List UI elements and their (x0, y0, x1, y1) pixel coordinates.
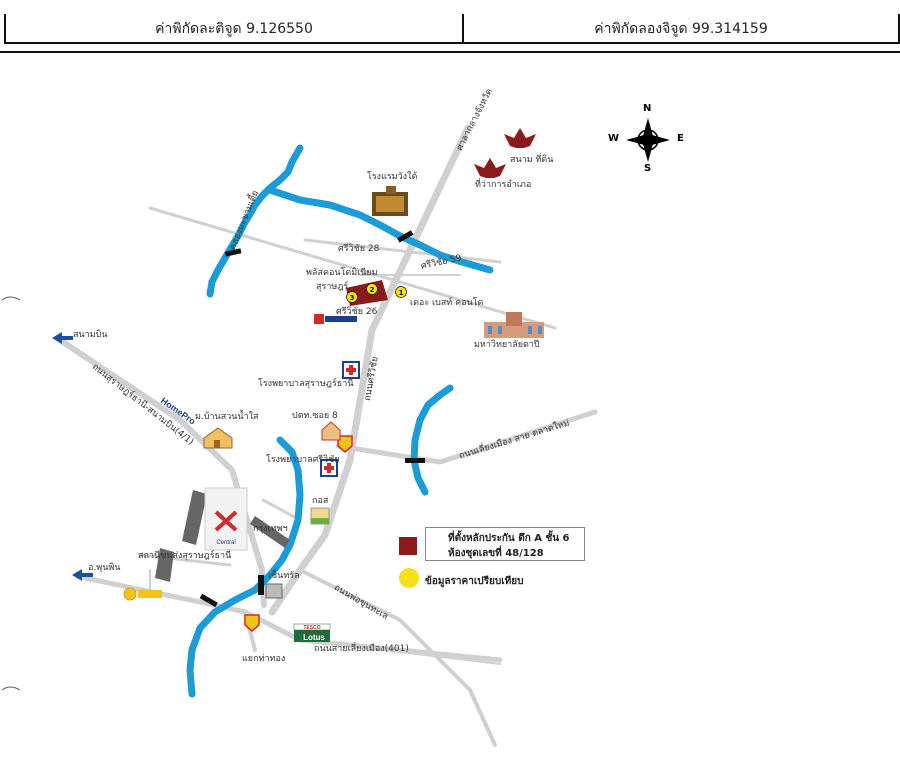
river-west (206, 144, 304, 298)
label-gos: กอส (312, 496, 329, 506)
building-block (155, 548, 174, 582)
label-bypass-401: ถนนสายเลี่ยงเมือง(401) (314, 644, 409, 654)
river-north (266, 186, 494, 274)
building-block (182, 490, 207, 545)
condo-site (346, 280, 407, 306)
label-surat-hospital: โรงพยาบาลสุราษฎร์ธานี (258, 379, 354, 389)
compass-east: E (677, 133, 684, 144)
building-block (250, 516, 290, 548)
ptt-station-icon (321, 421, 341, 441)
central-text: Central (216, 540, 235, 546)
header-rule (0, 51, 900, 53)
bridge (258, 575, 264, 595)
gas-station-icon (337, 435, 353, 453)
margin-mark (1, 686, 21, 691)
central-logo-icon (214, 510, 238, 532)
road-center (261, 498, 302, 522)
label-sriwichai-26: ศรีวิชัย 26 (336, 307, 378, 317)
label-sriwichai-28: ศรีวิชัย 28 (338, 244, 380, 254)
arrow-left-icon (52, 332, 73, 344)
hotel-building-icon (372, 186, 408, 216)
compass-north: N (643, 103, 652, 114)
road-401 (299, 639, 501, 665)
label-condo: พลัสคอนโดมิเนียม (306, 268, 378, 278)
legend-subject-box: ที่ตั้งหลักประกัน ตึก A ชั้น 6 ห้องชุดเล… (425, 527, 585, 561)
label-center: เซ็นทรัล (268, 571, 300, 581)
legend-subject-swatch (399, 537, 417, 555)
tesco-text: TESCO (303, 625, 320, 631)
gos-icon (310, 507, 330, 525)
road-sriwichai (268, 124, 472, 616)
road-diagonal-north (148, 206, 557, 330)
arrow-left-icon (72, 569, 93, 581)
label-district-office: ที่ว่าการอำเภอ (475, 180, 532, 190)
margin-mark (1, 296, 21, 301)
road-sriwichai28 (303, 238, 502, 264)
label-namsai: ม.บ้านสวนน้ำใส (195, 412, 259, 422)
marker-2: 2 (370, 286, 375, 294)
gas-station-icon (244, 614, 260, 632)
longitude-cell: ค่าพิกัดลองจิจูด 99.314159 (462, 14, 900, 44)
tesco-lotus-icon (293, 623, 331, 642)
bus-terminal-icon (265, 583, 283, 599)
road-terminal (138, 553, 232, 567)
label-intersection: แยกท่าทอง (242, 654, 286, 664)
label-sriwichai-hospital: โรงพยาบาลศรีวิชัย (266, 455, 340, 465)
label-land-office: สนาม ที่ดิน (510, 155, 554, 165)
bridge (405, 458, 425, 463)
hospital-icon (320, 459, 338, 477)
label-bangkok: กรุงเทพฯ (253, 524, 288, 534)
bridge (397, 230, 414, 243)
legend-subject-line2: ห้องชุดเลขที่ 48/128 (448, 548, 544, 559)
label-ptt-8: ปตท.ซอย 8 (292, 411, 338, 421)
house-icon (203, 427, 233, 449)
bridge (224, 248, 242, 257)
label-hotel: โรงแรมวังใต้ (367, 172, 418, 182)
hospital-icon (342, 361, 360, 379)
label-phunphin: อ.พุนพิน (88, 563, 121, 573)
bus-company-icon (123, 587, 162, 601)
compass-south: S (644, 163, 652, 174)
latitude-cell: ค่าพิกัดละติจูด 9.126550 (4, 14, 462, 44)
compass-icon (626, 118, 670, 162)
lotus-text: Lotus (303, 633, 325, 642)
label-best-condo: เดอะ เบสท์ คอนโด (410, 298, 484, 308)
marker-1: 1 (399, 289, 404, 297)
marker-3: 3 (350, 294, 355, 302)
garuda-icon (474, 158, 506, 178)
tire-shop-icon (314, 314, 357, 324)
bridge (199, 593, 218, 608)
university-building-icon (484, 312, 544, 338)
coordinates-header: ค่าพิกัดละติจูด 9.126550 ค่าพิกัดลองจิจู… (0, 0, 900, 52)
river-east (410, 384, 454, 496)
road-khuntham (298, 568, 497, 747)
label-airport: สนามบิน (73, 330, 108, 340)
legend-comparables-label: ข้อมูลราคาเปรียบเทียบ (425, 576, 524, 587)
legend-subject-line1: ที่ตั้งหลักประกัน ตึก A ชั้น 6 (448, 533, 570, 544)
garuda-icon (504, 128, 536, 148)
compass-west: W (608, 133, 620, 144)
label-university: มหาวิทยาลัยตาปี (474, 340, 540, 350)
river-south (186, 436, 304, 698)
legend-comparable-swatch (399, 568, 419, 588)
label-surat: สุราษฎร์ (316, 282, 349, 292)
road-bypass (335, 409, 598, 465)
label-bus-terminal: สถานีขนส่งสุราษฎร์ธานี (138, 551, 232, 561)
